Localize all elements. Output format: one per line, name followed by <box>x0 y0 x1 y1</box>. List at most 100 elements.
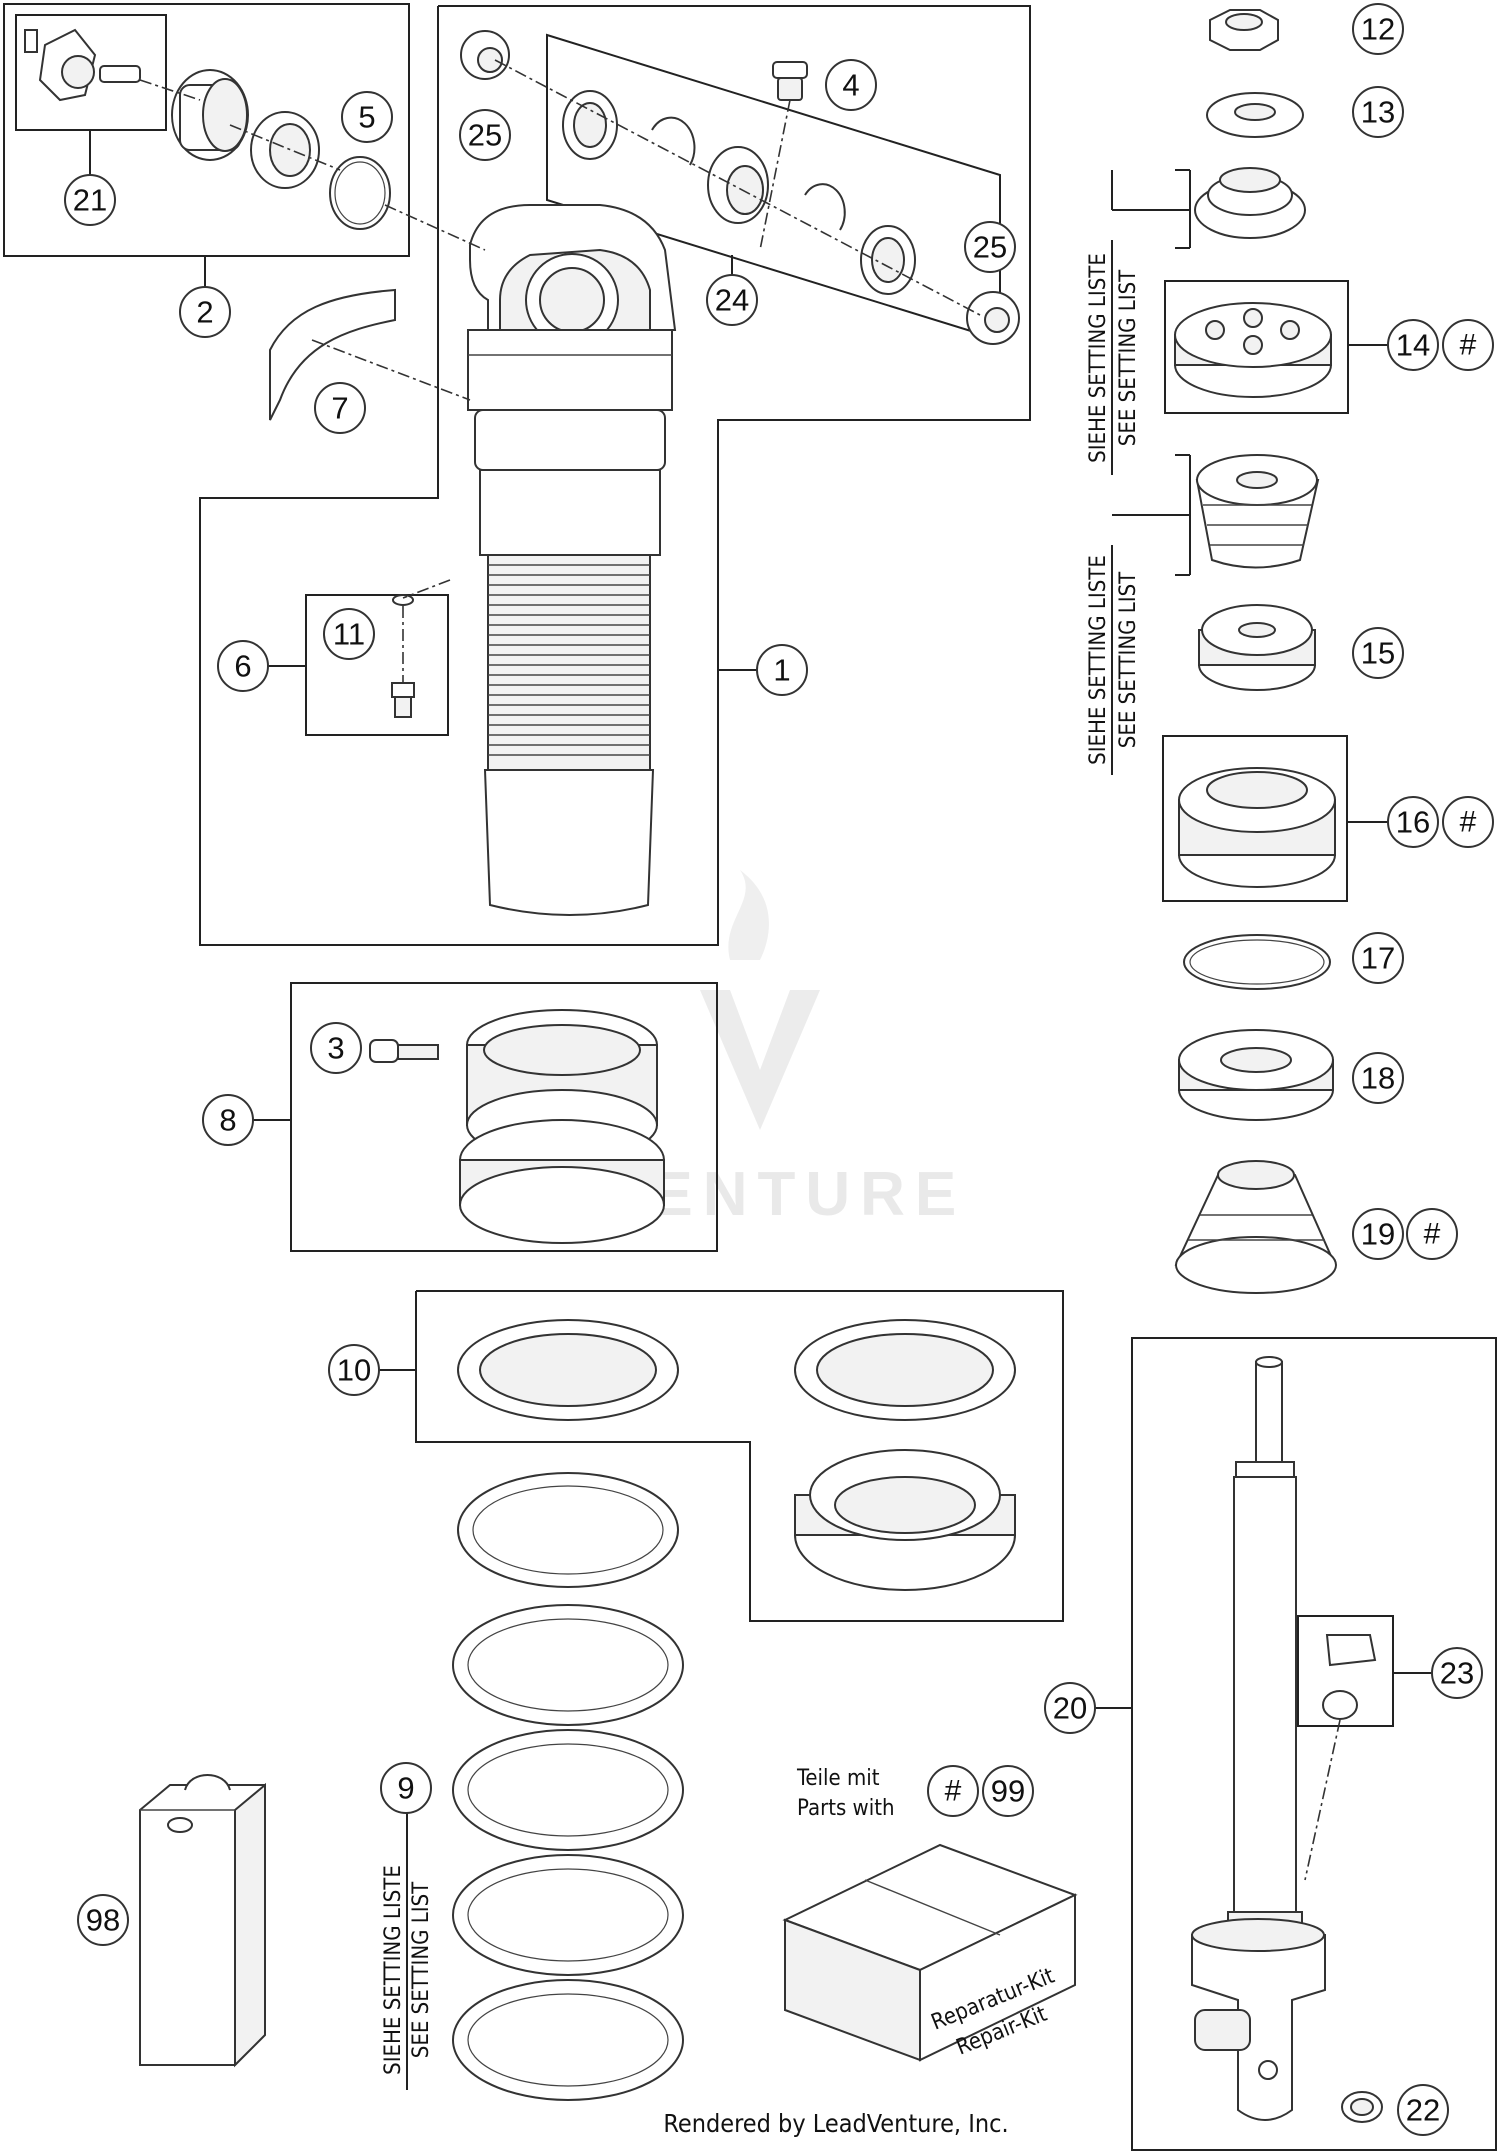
bushing-25-bottom-part <box>966 291 1020 345</box>
credit-line: Rendered by LeadVenture, Inc. <box>663 2109 1008 2138</box>
svg-text:11: 11 <box>333 617 365 652</box>
callout-12: 12 <box>1352 3 1404 55</box>
group-box-2 <box>3 3 410 257</box>
svg-text:6: 6 <box>234 649 251 684</box>
callout-22: 22 <box>1397 2084 1449 2136</box>
group-box-10 <box>415 1290 1064 1622</box>
callout-21: 21 <box>64 174 116 226</box>
svg-text:1: 1 <box>773 653 790 688</box>
setting-note-upper-de: SIEHE SETTING LISTE <box>1086 253 1111 463</box>
bump-rubber-part <box>1194 167 1306 239</box>
leader-lines <box>89 130 1433 1709</box>
svg-text:99: 99 <box>991 1774 1025 1809</box>
svg-text:#: # <box>1460 806 1477 839</box>
callout-18: 18 <box>1352 1052 1404 1104</box>
callout-19-marker: # <box>1406 1208 1458 1260</box>
svg-text:13: 13 <box>1361 95 1395 130</box>
svg-text:9: 9 <box>397 1771 414 1806</box>
callout-99-marker: # <box>927 1765 979 1817</box>
spring-washers-10-parts <box>457 1319 1016 1591</box>
adjuster-knob-part <box>24 28 141 102</box>
thread-lines <box>488 564 650 756</box>
shield-7-part <box>269 288 396 421</box>
svg-text:#: # <box>1424 1218 1441 1251</box>
callout-8: 8 <box>202 1094 254 1146</box>
callout-14: 14 <box>1387 319 1439 371</box>
assembly-lines <box>139 59 1341 1881</box>
callout-13: 13 <box>1352 86 1404 138</box>
cap-15-part <box>1198 604 1316 691</box>
svg-text:2: 2 <box>196 295 213 330</box>
svg-text:20: 20 <box>1053 1691 1087 1726</box>
group-box-23 <box>1297 1615 1394 1727</box>
callout-5: 5 <box>341 91 393 143</box>
callout-23: 23 <box>1431 1647 1483 1699</box>
callout-20: 20 <box>1044 1682 1096 1734</box>
callout-9: 9 <box>380 1762 432 1814</box>
callout-15: 15 <box>1352 627 1404 679</box>
callout-25-bottom: 25 <box>964 221 1016 273</box>
svg-text:4: 4 <box>842 68 859 103</box>
spring-9-part <box>452 1472 684 2101</box>
svg-text:19: 19 <box>1361 1217 1395 1252</box>
callout-1: 1 <box>756 644 808 696</box>
setting-note-lower: SIEHE SETTING LISTE SEE SETTING LIST <box>1086 545 1141 775</box>
o-ring-5-inner <box>334 161 386 225</box>
svg-text:#: # <box>1460 329 1477 362</box>
group-box-8 <box>290 982 718 1252</box>
svg-text:24: 24 <box>715 283 749 318</box>
svg-text:18: 18 <box>1361 1061 1395 1096</box>
svg-text:7: 7 <box>331 391 348 426</box>
svg-text:21: 21 <box>73 183 107 218</box>
bushing-22-part <box>1341 2091 1383 2123</box>
setting-note-lower-en: SEE SETTING LIST <box>1116 571 1141 748</box>
setting-note-upper: SIEHE SETTING LISTE SEE SETTING LIST <box>1086 240 1141 475</box>
svg-text:14: 14 <box>1396 328 1430 363</box>
circlip-17-part <box>1183 934 1331 990</box>
setting-note-spring-en: SEE SETTING LIST <box>409 1881 434 2058</box>
piston-16-part <box>1178 767 1336 888</box>
kit-note-de: Teile mit <box>796 1766 880 1791</box>
svg-text:#: # <box>945 1775 962 1808</box>
spring-plate-14-part <box>1174 302 1332 398</box>
svg-text:10: 10 <box>337 1353 371 1388</box>
svg-text:98: 98 <box>86 1903 120 1938</box>
group-box-14 <box>1164 280 1349 414</box>
group-box-damper <box>199 5 1031 946</box>
callout-98: 98 <box>77 1894 129 1946</box>
bolt-3-part <box>369 1039 439 1063</box>
valve-6-part <box>391 594 415 718</box>
oil-can-98-part <box>139 1774 266 2068</box>
svg-text:17: 17 <box>1361 941 1395 976</box>
repair-kit-part: Reparatur-Kit Repair-Kit <box>782 1843 1078 2062</box>
piston-rod-20-part <box>1191 1356 1326 2121</box>
nut-12-part <box>1209 9 1279 51</box>
group-box-20 <box>1131 1337 1497 2151</box>
svg-text:25: 25 <box>973 230 1007 265</box>
svg-text:22: 22 <box>1406 2093 1440 2128</box>
callout-10: 10 <box>328 1344 380 1396</box>
svg-text:8: 8 <box>219 1103 236 1138</box>
rod-fitting-23-part <box>1322 1634 1377 1720</box>
callout-11: 11 <box>323 608 375 660</box>
setting-note-spring-de: SIEHE SETTING LISTE <box>381 1865 406 2075</box>
setting-note-spring: SIEHE SETTING LISTE SEE SETTING LIST <box>381 1812 434 2090</box>
group-box-16 <box>1162 735 1348 902</box>
damper-body-part <box>467 204 677 916</box>
callout-19: 19 <box>1352 1208 1404 1260</box>
kit-note-en: Parts with <box>797 1796 895 1821</box>
protective-cap-19-part <box>1174 1160 1337 1294</box>
svg-text:23: 23 <box>1440 1656 1474 1691</box>
callout-14-marker: # <box>1442 319 1494 371</box>
setting-note-lower-de: SIEHE SETTING LISTE <box>1086 555 1111 765</box>
svg-text:16: 16 <box>1396 805 1430 840</box>
svg-text:12: 12 <box>1361 12 1395 47</box>
callout-7: 7 <box>314 382 366 434</box>
svg-text:25: 25 <box>468 118 502 153</box>
seal-18-part <box>1178 1029 1334 1121</box>
group-box-6 <box>305 594 449 736</box>
callout-16: 16 <box>1387 796 1439 848</box>
washer-13-part <box>1206 92 1304 138</box>
piston-assembly-part <box>171 69 320 189</box>
